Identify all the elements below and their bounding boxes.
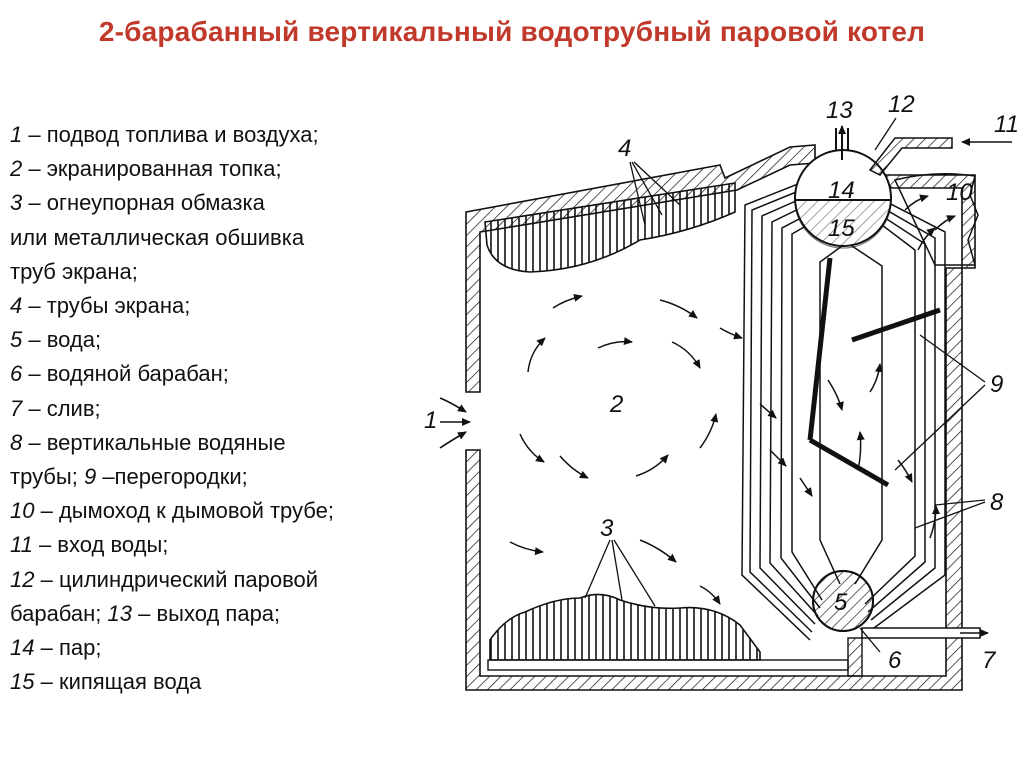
label-8: 8	[990, 489, 1004, 516]
water-inlet	[868, 137, 1012, 176]
water-drum	[812, 570, 874, 632]
legend: 1 – подвод топлива и воздуха; 2 – экрани…	[10, 118, 450, 699]
legend-item-7: 7 – слив;	[10, 395, 101, 421]
label-7: 7	[982, 647, 997, 674]
legend-item-3-cont-b: труб экрана;	[10, 258, 138, 284]
legend-item-4: 4 – трубы экрана;	[10, 293, 191, 319]
refractory-coating	[489, 593, 761, 661]
label-11: 11	[994, 111, 1019, 138]
label-5: 5	[834, 589, 848, 616]
gas-flow-arrows	[509, 194, 956, 605]
legend-item-11: 11 – вход воды;	[10, 532, 169, 558]
label-1: 1	[424, 407, 437, 434]
screen-pipes-top	[484, 182, 736, 273]
flue-outlet	[893, 173, 979, 266]
steam-outlet	[835, 125, 849, 160]
label-14: 14	[828, 177, 855, 204]
boiler-casing	[465, 144, 976, 691]
label-15: 15	[828, 215, 855, 242]
legend-item-2: 2 – экранированная топка;	[10, 156, 282, 182]
legend-item-5: 5 – вода;	[10, 327, 102, 353]
label-3: 3	[600, 515, 614, 542]
label-13: 13	[826, 97, 853, 124]
legend-item-12: 12 – цилиндрический паровой	[10, 566, 319, 592]
label-6: 6	[888, 647, 902, 674]
legend-item-6: 6 – водяной барабан;	[10, 361, 229, 387]
label-9: 9	[990, 371, 1003, 398]
steam-drum	[794, 149, 892, 249]
label-2: 2	[609, 391, 623, 418]
legend-item-8: 8 – вертикальные водяные	[10, 429, 286, 455]
legend-item-10: 10 – дымоход к дымовой трубе;	[10, 498, 334, 524]
page-title: 2-барабанный вертикальный водотрубный па…	[98, 16, 926, 47]
legend-item-14: 14 – пар;	[10, 635, 102, 661]
legend-item-3-cont-a: или металлическая обшивка	[10, 224, 305, 250]
legend-item-8-9: трубы; 9 –перегородки;	[10, 464, 248, 490]
legend-item-1: 1 – подвод топлива и воздуха;	[10, 122, 319, 147]
label-4: 4	[618, 135, 631, 162]
drain-pipe	[861, 627, 989, 639]
label-10: 10	[946, 179, 973, 206]
legend-item-15: 15 – кипящая вода	[10, 669, 202, 695]
legend-item-12-13: барабан; 13 – выход пара;	[10, 600, 281, 626]
legend-item-3: 3 – огнеупорная обмазка	[10, 190, 265, 216]
boiler-diagram: 1 2 3 4 5 6 7 8 9 10 11 12 13 14 15	[424, 91, 1019, 691]
leader-lines	[584, 117, 986, 653]
label-12: 12	[888, 91, 915, 118]
fuel-inlet-arrows	[439, 397, 471, 449]
baffles	[807, 257, 941, 488]
